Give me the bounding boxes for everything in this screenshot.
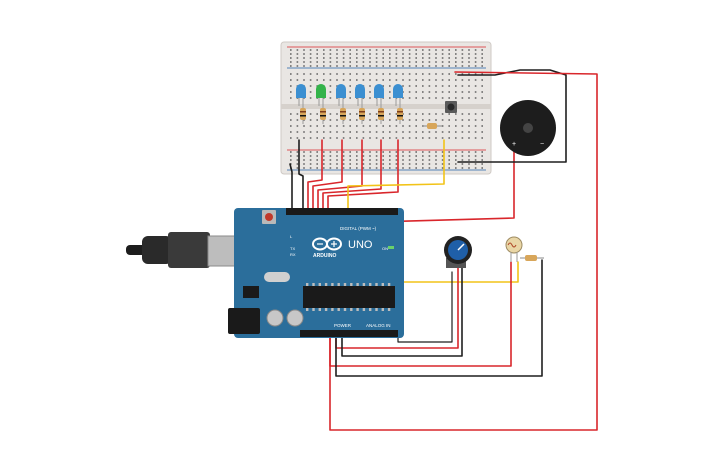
led-resistor-4	[359, 104, 365, 124]
buzzer-plus-label: +	[512, 141, 516, 148]
wire-ldr-5v	[329, 261, 512, 367]
wire-button	[347, 139, 445, 209]
led-array	[296, 84, 403, 124]
analog-header-label: ANALOG IN	[366, 323, 391, 328]
wire-led-4	[317, 139, 363, 209]
model-label: UNO	[348, 239, 373, 251]
photoresistor	[505, 236, 523, 262]
on-label: ON	[382, 246, 388, 251]
buzzer-minus-label: −	[540, 141, 544, 148]
potentiometer[interactable]	[444, 236, 472, 268]
wire-led-2	[307, 139, 323, 209]
led-resistor-6	[397, 104, 403, 124]
wire-gnd-bb	[289, 163, 293, 209]
power-analog-header	[300, 330, 398, 337]
power-header-label: POWER	[334, 323, 352, 328]
buzzer: + −	[500, 100, 556, 156]
wire-pot-signal	[391, 261, 519, 336]
led-3	[336, 84, 346, 106]
pushbutton[interactable]	[445, 101, 457, 113]
tx-label: TX	[290, 246, 295, 251]
brand-label: ARDUINO	[313, 253, 336, 259]
wire-5v-rail	[329, 71, 598, 431]
wire-led-5	[322, 139, 382, 209]
led-resistor-5	[378, 104, 384, 124]
l-label: L	[290, 234, 293, 239]
microcontroller-chip	[303, 286, 395, 308]
ldr-resistor	[520, 255, 544, 261]
rx-label: RX	[290, 252, 296, 257]
led-resistor-1	[300, 104, 306, 124]
led-resistor-3	[340, 104, 346, 124]
arduino-logo	[312, 237, 342, 251]
digital-header-label: DIGITAL (PWM ~)	[340, 226, 377, 231]
wires	[289, 69, 598, 431]
led-resistor-2	[320, 104, 326, 124]
wire-led-3	[312, 139, 343, 209]
reset-icon	[265, 213, 273, 221]
digital-header	[286, 208, 398, 215]
breadboard	[280, 41, 492, 175]
wire-led-6	[327, 139, 399, 209]
wire-buzzer-gnd	[457, 69, 567, 163]
wire-pot-gnd	[341, 267, 463, 357]
arduino-uno: UNO ARDUINO DIGITAL (PWM ~) POWER ANALOG…	[228, 208, 404, 338]
wire-ldr-gnd	[335, 259, 543, 377]
power-jack	[228, 308, 260, 334]
usb-cable	[126, 232, 239, 268]
wire-ldr-analog	[397, 271, 453, 343]
wire-led-1	[298, 139, 304, 209]
on-led	[388, 246, 394, 249]
button-resistor	[422, 123, 442, 129]
